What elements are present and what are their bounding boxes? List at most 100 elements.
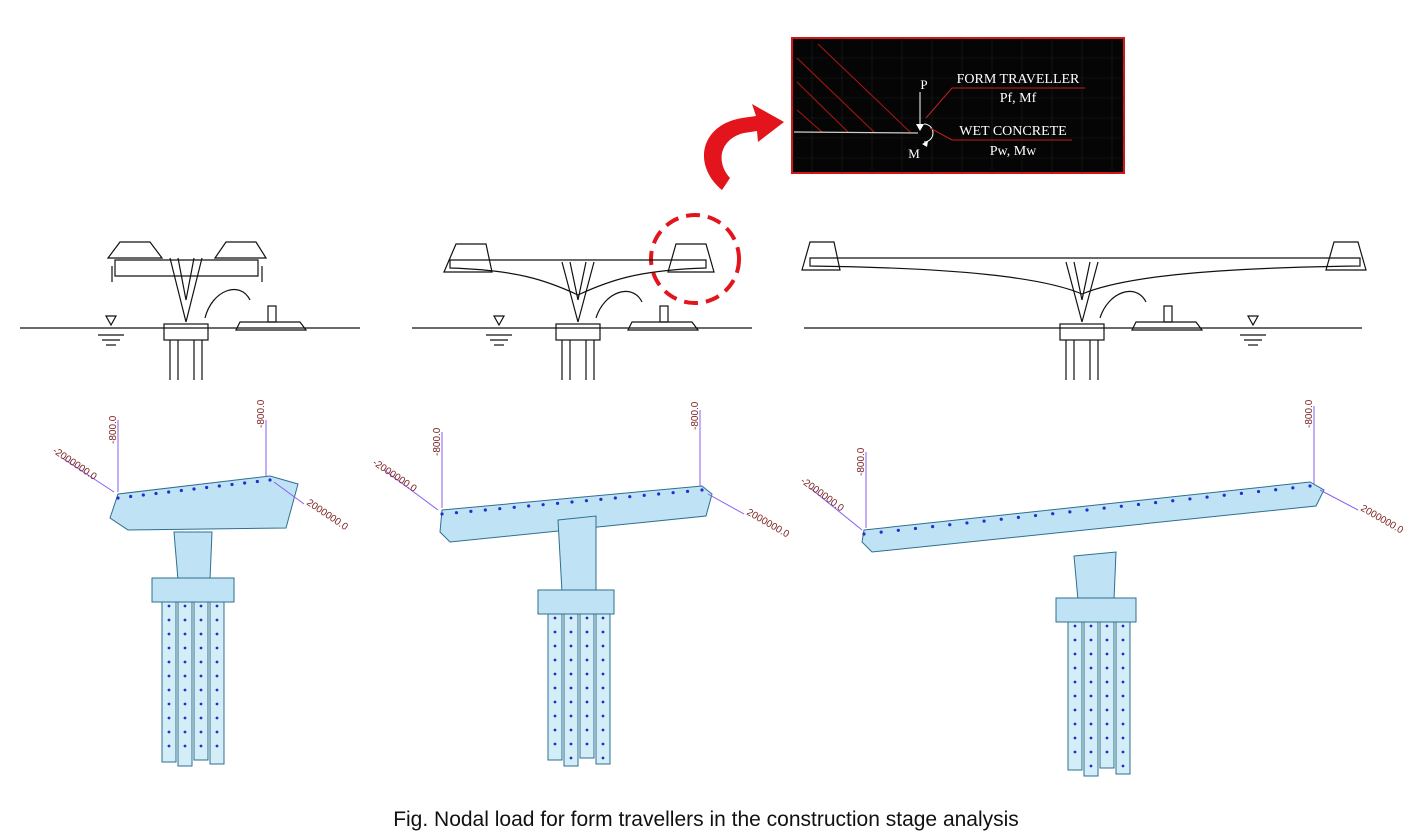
pile-node [1105, 750, 1109, 754]
pile-node [167, 674, 171, 678]
water-level-icon [104, 315, 118, 327]
pile-node [1121, 764, 1125, 768]
deck-cantilever [809, 257, 1361, 295]
pile-node [1073, 652, 1077, 656]
pile-node [601, 742, 605, 746]
pile [579, 613, 595, 759]
deck-node [243, 481, 247, 485]
deck-node [982, 519, 986, 523]
deck-node [700, 488, 704, 492]
deck-node [913, 526, 918, 531]
deck-node [483, 508, 487, 512]
pile-node [1073, 708, 1077, 712]
pile-node [1089, 694, 1093, 698]
pile-node [585, 630, 589, 634]
moment-left-line [383, 469, 439, 511]
form-traveller-left [106, 241, 164, 259]
pile-node [199, 716, 203, 720]
form-traveller-left [801, 241, 841, 271]
moment-left-line [61, 457, 115, 493]
pile-node [167, 646, 171, 650]
callout-arrow [703, 104, 784, 190]
pile-node [1089, 652, 1093, 656]
pier [1073, 551, 1117, 601]
deck-node [179, 488, 183, 493]
pile-node [215, 688, 219, 692]
pile-node [167, 604, 171, 608]
pile-node [1073, 694, 1077, 698]
pile-node [553, 714, 557, 718]
crane-arm [204, 288, 251, 319]
pile-node [1089, 666, 1093, 670]
deck-node [685, 489, 690, 493]
pile-node [1073, 624, 1077, 628]
elevation-stage-2 [412, 243, 752, 380]
pile-node [1089, 764, 1093, 768]
deck-node [1171, 499, 1175, 503]
pile-nodes [167, 604, 1125, 768]
moment-left-line [809, 487, 863, 531]
pile-node [199, 688, 203, 692]
form-traveller-label: FORM TRAVELLER [957, 72, 1080, 87]
deck-node [440, 512, 444, 516]
barge [1131, 321, 1204, 331]
crane-arm [595, 290, 643, 319]
pile-node [553, 630, 557, 634]
deck-node [469, 509, 473, 513]
pile-node [183, 730, 187, 734]
deck-node [1308, 484, 1312, 488]
deck-node [454, 511, 459, 515]
deck-node [541, 503, 545, 507]
pile-node [1089, 624, 1093, 628]
pile-node [601, 672, 605, 676]
pile-node [1121, 680, 1125, 684]
pier-legs [169, 257, 203, 323]
deck-node [527, 504, 531, 508]
deck-node [1239, 491, 1243, 495]
pile-node [585, 686, 589, 690]
deck-node [570, 500, 574, 504]
pile-cap [151, 577, 235, 603]
deck-node [1016, 515, 1020, 519]
pier [557, 515, 597, 593]
pile-node [1089, 750, 1093, 754]
model-1-load-left: -800.0 [108, 415, 119, 444]
deck-node [512, 505, 516, 509]
pile-node [183, 688, 187, 692]
pile-node [1121, 624, 1125, 628]
pile-node [1121, 736, 1125, 740]
deck-node [154, 491, 158, 496]
pile-node [553, 644, 557, 648]
water-level-icon [1246, 315, 1260, 327]
pile-node [585, 644, 589, 648]
pile-node [1073, 680, 1077, 684]
wet-concrete-label: WET CONCRETE [959, 124, 1066, 139]
pile-node [183, 646, 187, 650]
pile-node [601, 616, 605, 620]
moment-right-line [1319, 489, 1359, 511]
pile-node [553, 672, 557, 676]
deck-node [1291, 486, 1295, 490]
pile-node [601, 644, 605, 648]
pile-node [215, 744, 219, 748]
pile-node [167, 660, 171, 664]
model-3-moment-right: 2000000.0 [1359, 503, 1406, 536]
deck-node [896, 528, 900, 532]
model-1-moment-right: 2000000.0 [304, 497, 350, 533]
form-traveller-right [213, 241, 268, 259]
pile-node [183, 702, 187, 706]
pile-node [167, 744, 171, 748]
detail-box: P M FORM TRAVELLER Pf, Mf WET CONCRETE P… [791, 37, 1125, 174]
pile-node [167, 688, 171, 692]
pile-node [1105, 666, 1109, 670]
pile-node [553, 742, 557, 746]
pile-node [569, 714, 573, 718]
pile-node [199, 632, 203, 636]
deck-node [1256, 489, 1261, 494]
deck-node [129, 494, 133, 499]
model-nodes [116, 478, 1312, 536]
pile-node [167, 632, 171, 636]
wet-concrete-sub: Pw, Mw [990, 144, 1037, 159]
pile-node [199, 618, 203, 622]
